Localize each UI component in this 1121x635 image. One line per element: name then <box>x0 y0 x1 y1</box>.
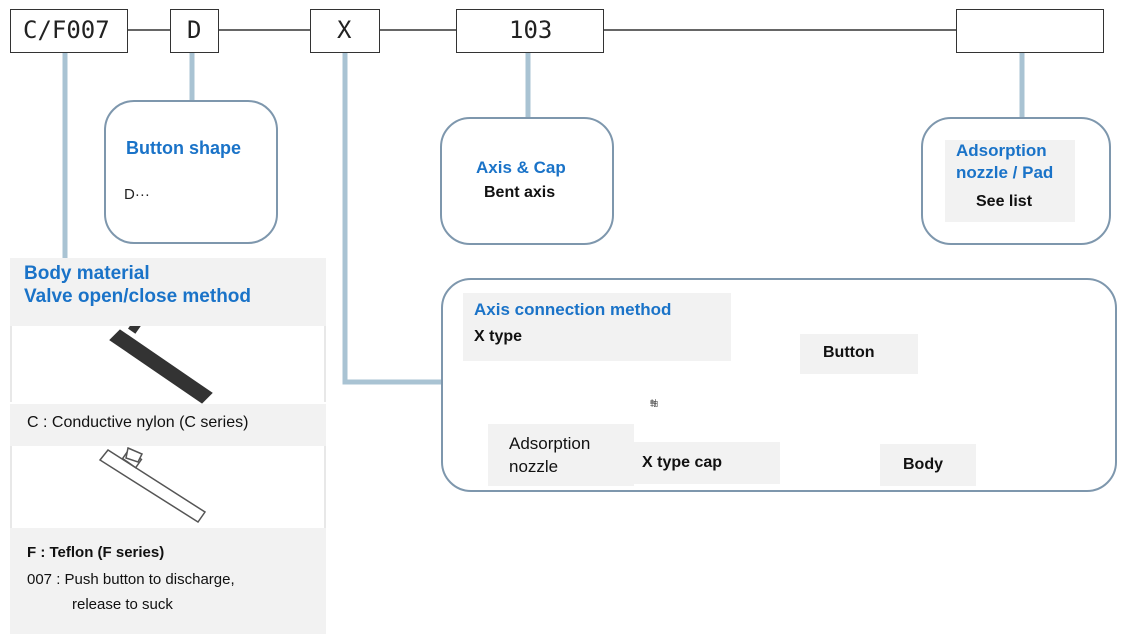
axis-mark: 軸 <box>650 399 658 408</box>
adsorption-title: Adsorption nozzle / Pad <box>956 140 1053 184</box>
body-label-band <box>880 444 976 486</box>
adsorption-nozzle-label: Adsorption nozzle <box>509 432 590 478</box>
code-box-axis-connection: X <box>310 9 380 53</box>
body-material-title-line1: Body material <box>24 263 150 284</box>
body-material-title: Body material Valve open/close method <box>24 262 251 308</box>
teflon-image-frame <box>10 446 326 528</box>
drop-lines <box>62 53 1025 385</box>
nozzle-label-line1: Adsorption <box>509 434 591 453</box>
button-shape-panel <box>104 100 278 244</box>
teflon-illustration <box>98 446 207 524</box>
x-type-cap-label: X type cap <box>642 454 723 471</box>
conductive-image-frame <box>10 326 326 402</box>
cap-label-band <box>634 442 780 484</box>
body-material-header <box>10 258 326 326</box>
axis-cap-panel <box>440 117 614 245</box>
code-series-text: C/F007 <box>23 16 110 44</box>
adsorption-gray-band <box>945 140 1075 222</box>
axis-cap-title: Axis & Cap <box>476 158 566 177</box>
conductive-label-band <box>10 404 326 446</box>
adsorption-value: See list <box>976 193 1033 210</box>
nozzle-label-band <box>488 424 634 486</box>
code-axis-cap-text: 103 <box>509 16 553 44</box>
teflon-label-band <box>10 528 326 634</box>
body-material-title-line2: Valve open/close method <box>24 286 252 307</box>
push-button-note-line2: release to suck <box>72 596 173 613</box>
button-shape-title: Button shape <box>126 138 241 158</box>
axis-connection-title: Axis connection method <box>474 300 672 319</box>
adsorption-title-line2: nozzle / Pad <box>956 163 1054 182</box>
code-button-shape-text: D <box>187 16 202 44</box>
axis-cap-value: Bent axis <box>484 184 556 201</box>
code-axis-connection-text: X <box>337 16 352 44</box>
code-box-button-shape: D <box>170 9 219 53</box>
body-label: Body <box>903 456 943 473</box>
nozzle-label-line2: nozzle <box>509 457 559 476</box>
button-shape-option: D··· <box>124 186 150 203</box>
code-box-adsorption <box>956 9 1104 53</box>
button-label-band <box>800 334 918 374</box>
conductive-nylon-label: C : Conductive nylon (C series) <box>27 414 249 431</box>
axis-connection-value: X type <box>474 328 523 345</box>
axis-connection-header <box>463 293 731 361</box>
button-label: Button <box>823 344 875 361</box>
adsorption-title-line1: Adsorption <box>956 141 1047 160</box>
code-box-series: C/F007 <box>10 9 128 53</box>
code-box-axis-cap: 103 <box>456 9 604 53</box>
push-button-note-line1: 007 : Push button to discharge, <box>27 571 235 588</box>
teflon-label: F : Teflon (F series) <box>27 544 165 561</box>
